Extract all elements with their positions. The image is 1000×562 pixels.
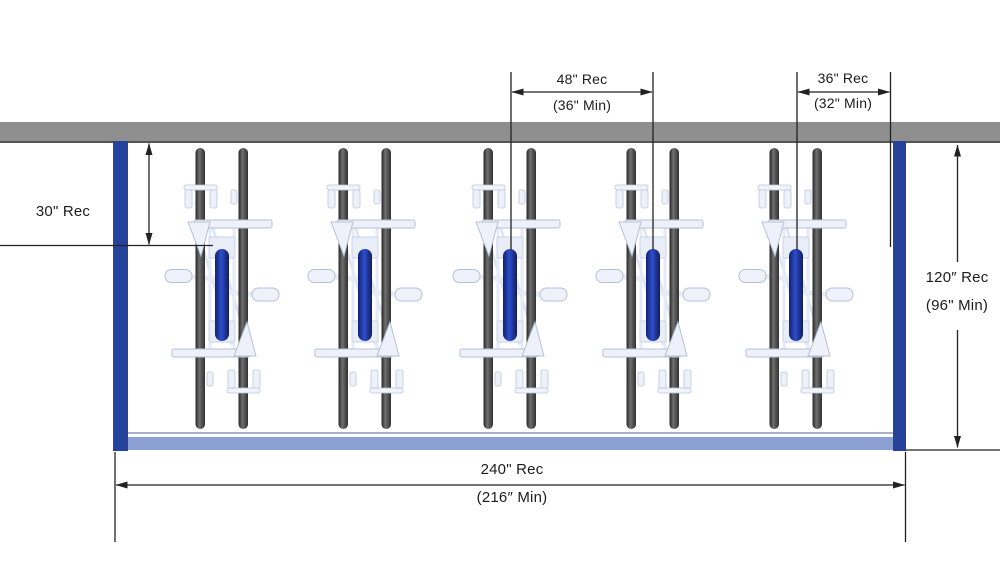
bike-rack-unit	[739, 148, 853, 429]
bike-rack-unit	[596, 148, 710, 429]
end-clearance-rec-label: 36" Rec	[817, 70, 869, 86]
room-width-min-label: (216″ Min)	[476, 489, 548, 506]
back-wall	[0, 122, 1000, 143]
rack-spacing-min-label: (36" Min)	[552, 97, 612, 113]
room-depth-min-label: (96" Min)	[925, 297, 989, 314]
dim-wall-offset	[0, 143, 213, 247]
wall-offset-rec-label: 30" Rec	[35, 203, 91, 220]
bike-rack-unit	[453, 148, 567, 429]
bike-rack-row	[165, 148, 853, 429]
bike-rack-unit	[308, 148, 422, 429]
floor-strip	[128, 437, 893, 450]
bike-rack-unit	[165, 148, 279, 429]
left-side-post	[113, 141, 128, 451]
rack-base-line	[128, 432, 893, 434]
end-clearance-min-label: (32" Min)	[813, 95, 873, 111]
rack-spacing-rec-label: 48" Rec	[556, 71, 608, 87]
right-side-post	[893, 141, 906, 451]
room-depth-rec-label: 120″ Rec	[925, 269, 989, 286]
room-width-rec-label: 240" Rec	[480, 461, 544, 478]
